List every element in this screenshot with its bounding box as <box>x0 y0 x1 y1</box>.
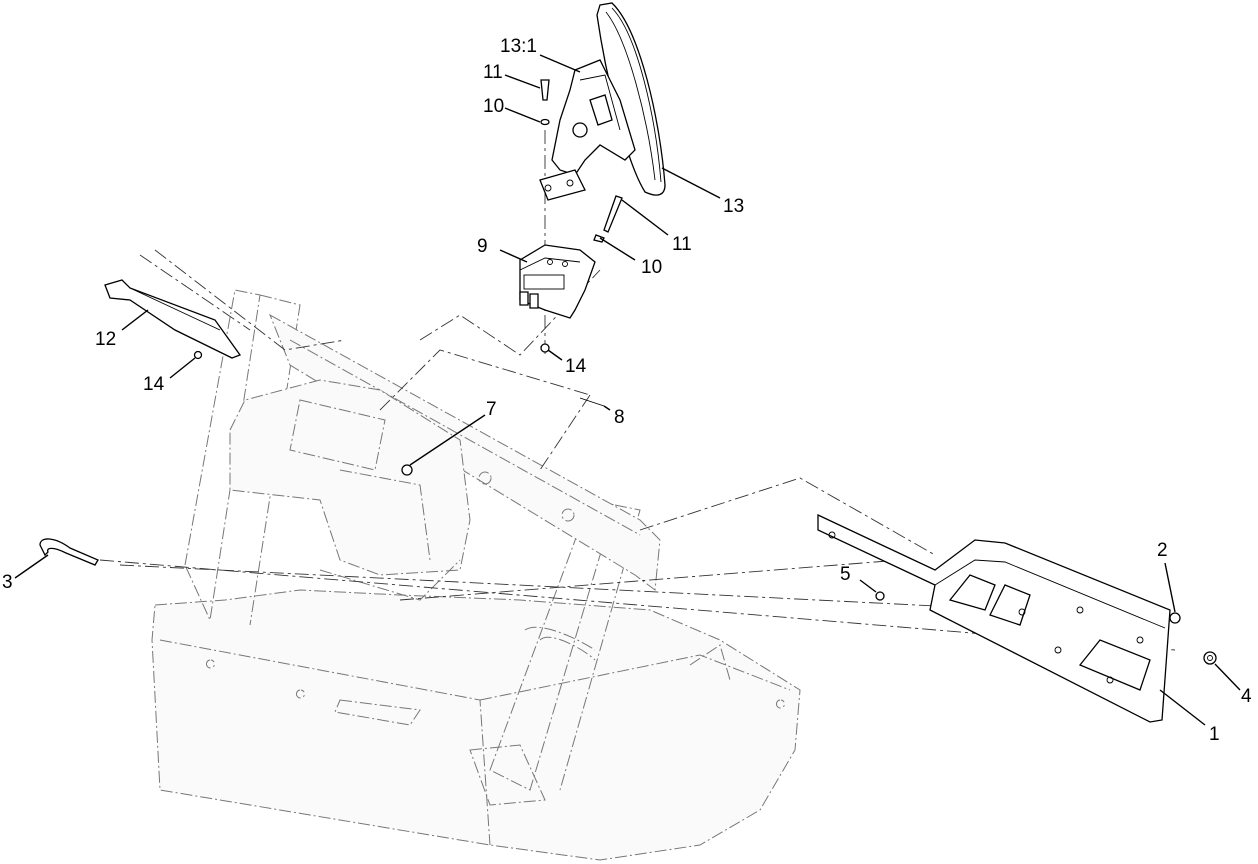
bracket-bolt <box>875 591 885 601</box>
cover-plate <box>104 279 242 359</box>
handle-clip <box>39 538 99 566</box>
callout-2: 2 <box>1157 540 1168 561</box>
callout-13-1: 13:1 <box>500 36 537 57</box>
callout-10-top: 10 <box>483 96 504 117</box>
callout-8: 8 <box>614 407 625 428</box>
nut-upper <box>1169 612 1181 624</box>
pin <box>579 397 605 407</box>
callout-13: 13 <box>723 196 744 217</box>
console-bolt <box>401 464 413 476</box>
side-bolt-washer <box>593 195 623 243</box>
callout-7: 7 <box>486 399 497 420</box>
callout-1: 1 <box>1209 724 1220 745</box>
top-bolt-washer <box>540 79 550 126</box>
callout-11-top: 11 <box>483 62 503 83</box>
washer-hole <box>1207 655 1213 661</box>
callout-4: 4 <box>1241 686 1252 707</box>
callout-labels: 13:1 11 10 13 11 10 9 14 12 14 7 8 3 5 2… <box>2 36 1252 745</box>
callout-5: 5 <box>840 564 851 585</box>
side-bracket <box>817 513 1171 723</box>
leader-lines <box>14 54 1241 726</box>
callout-11-side: 11 <box>672 234 692 255</box>
nut-bracket <box>540 343 550 353</box>
callout-12: 12 <box>95 329 116 350</box>
washer <box>1203 651 1217 665</box>
nut-cover <box>193 350 203 360</box>
mount-arm-bracket <box>539 59 636 201</box>
callout-14-cover: 14 <box>143 374 165 395</box>
callout-9: 9 <box>477 236 488 257</box>
callout-3: 3 <box>2 572 13 593</box>
callout-14-bracket: 14 <box>565 356 587 377</box>
mount-bracket <box>519 244 596 319</box>
ghost-machine-frame <box>151 289 801 861</box>
callout-10-side: 10 <box>641 257 662 278</box>
